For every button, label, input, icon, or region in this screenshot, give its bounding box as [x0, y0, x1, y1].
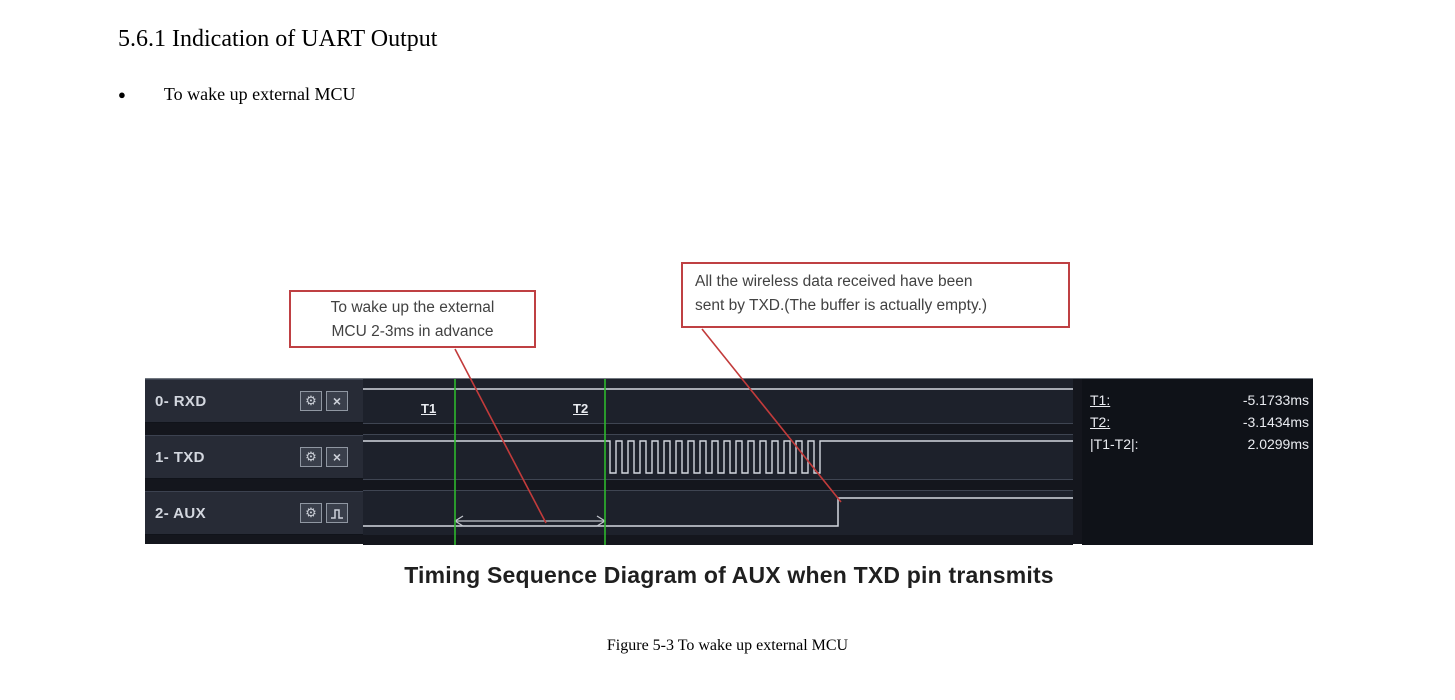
bullet-text: To wake up external MCU — [163, 84, 356, 104]
cursor-t2-label: T2 — [573, 401, 589, 416]
channel-label: 0- RXD — [155, 392, 207, 410]
trigger-icon — [331, 508, 343, 519]
measurement-value: -3.1434ms — [1242, 414, 1309, 430]
close-icon: × — [332, 393, 342, 409]
channel-label-column: 0- RXD ⚙ × 1- TXD ⚙ × 2- AUX ⚙ — [145, 379, 363, 545]
measurement-label: |T1-T2|: — [1090, 436, 1139, 452]
measurement-panel: T1: -5.1733ms T2: -3.1434ms |T1-T2|: 2.0… — [1082, 379, 1313, 545]
lane-gap — [363, 479, 1073, 491]
measurement-value: -5.1733ms — [1242, 392, 1309, 408]
channel-row-aux: 2- AUX ⚙ — [145, 491, 363, 535]
channel-close-button[interactable]: × — [326, 391, 348, 411]
channel-settings-button[interactable]: ⚙ — [300, 447, 322, 467]
diagram-title: Timing Sequence Diagram of AUX when TXD … — [404, 562, 1054, 588]
close-icon: × — [332, 449, 342, 465]
callout-line: To wake up the external — [330, 299, 495, 316]
channel-settings-button[interactable]: ⚙ — [300, 391, 322, 411]
aux-trace — [363, 497, 1073, 527]
cursor-t1-label: T1 — [421, 401, 437, 416]
section-heading: 5.6.1 Indication of UART Output — [118, 26, 438, 52]
callout-line: All the wireless data received have been — [695, 273, 973, 290]
channel-label: 1- TXD — [155, 448, 205, 466]
callout-line: MCU 2-3ms in advance — [331, 323, 494, 341]
txd-trace — [363, 440, 1073, 474]
channel-close-button[interactable]: × — [326, 447, 348, 467]
measurement-row: T1: -5.1733ms — [1082, 389, 1313, 411]
measurement-label: T2: — [1090, 414, 1111, 430]
measure-arrow — [453, 515, 607, 527]
channel-row-txd: 1- TXD ⚙ × — [145, 435, 363, 479]
channel-label: 2- AUX — [155, 504, 207, 522]
bullet-icon: ● — [118, 87, 126, 102]
channel-trigger-button[interactable] — [326, 503, 348, 523]
figure-caption: Figure 5-3 To wake up external MCU — [606, 637, 849, 654]
lane-gap — [363, 535, 1073, 545]
callout-line: sent by TXD.(The buffer is actually empt… — [695, 297, 988, 315]
lane-gap — [363, 423, 1073, 435]
bullet-item: ● To wake up external MCU — [118, 84, 356, 105]
measurement-row: T2: -3.1434ms — [1082, 411, 1313, 433]
waveform-display: T1 T2 — [363, 379, 1073, 545]
callout-buffer-empty: All the wireless data received have been… — [681, 262, 1070, 328]
channel-row-rxd: 0- RXD ⚙ × — [145, 379, 363, 423]
gear-icon: ⚙ — [305, 505, 317, 520]
callout-wake-mcu: To wake up the external MCU 2-3ms in adv… — [289, 290, 536, 348]
measurement-label: T1: — [1090, 392, 1111, 408]
measurement-value: 2.0299ms — [1247, 436, 1309, 452]
waveform-svg — [363, 379, 1073, 545]
logic-analyzer-screenshot: 0- RXD ⚙ × 1- TXD ⚙ × 2- AUX ⚙ T1 — [145, 378, 1313, 545]
gear-icon: ⚙ — [305, 393, 317, 408]
channel-settings-button[interactable]: ⚙ — [300, 503, 322, 523]
measurement-row: |T1-T2|: 2.0299ms — [1082, 433, 1313, 455]
gear-icon: ⚙ — [305, 449, 317, 464]
